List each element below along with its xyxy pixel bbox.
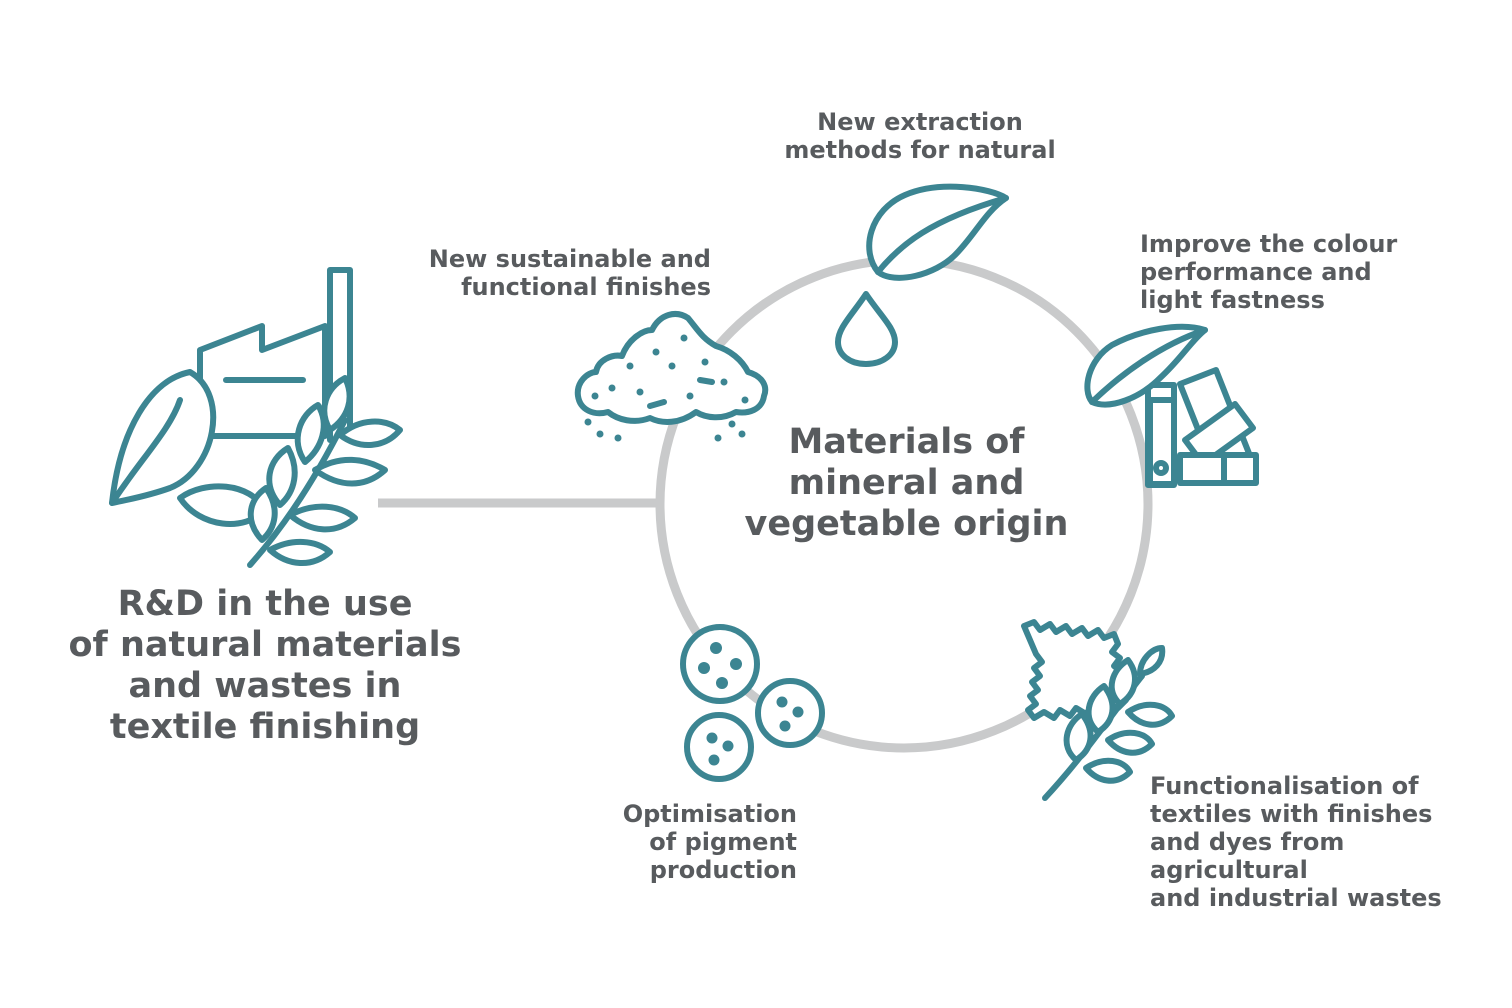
finishes-label: New sustainable and functional finishes xyxy=(428,245,711,301)
leaf-drop-icon xyxy=(835,183,1009,367)
fabric-wheat-icon xyxy=(1021,619,1175,801)
main-title: R&D in the use of natural materials and … xyxy=(68,584,462,747)
pigment-label: Optimisation of pigment production xyxy=(622,800,797,884)
leaf-colour-swatch-icon xyxy=(1084,323,1259,488)
hub-title: Materials of mineral and vegetable origi… xyxy=(744,422,1069,544)
factory-leaf-wheat-icon xyxy=(109,267,403,568)
wastes-label: Functionalisation of textiles with finis… xyxy=(1150,772,1442,912)
powder-pile-icon xyxy=(574,311,769,442)
colour-label: Improve the colour performance and light… xyxy=(1140,230,1398,314)
extraction-label: New extraction methods for natural xyxy=(784,108,1056,164)
pigment-granules-icon xyxy=(680,624,825,782)
